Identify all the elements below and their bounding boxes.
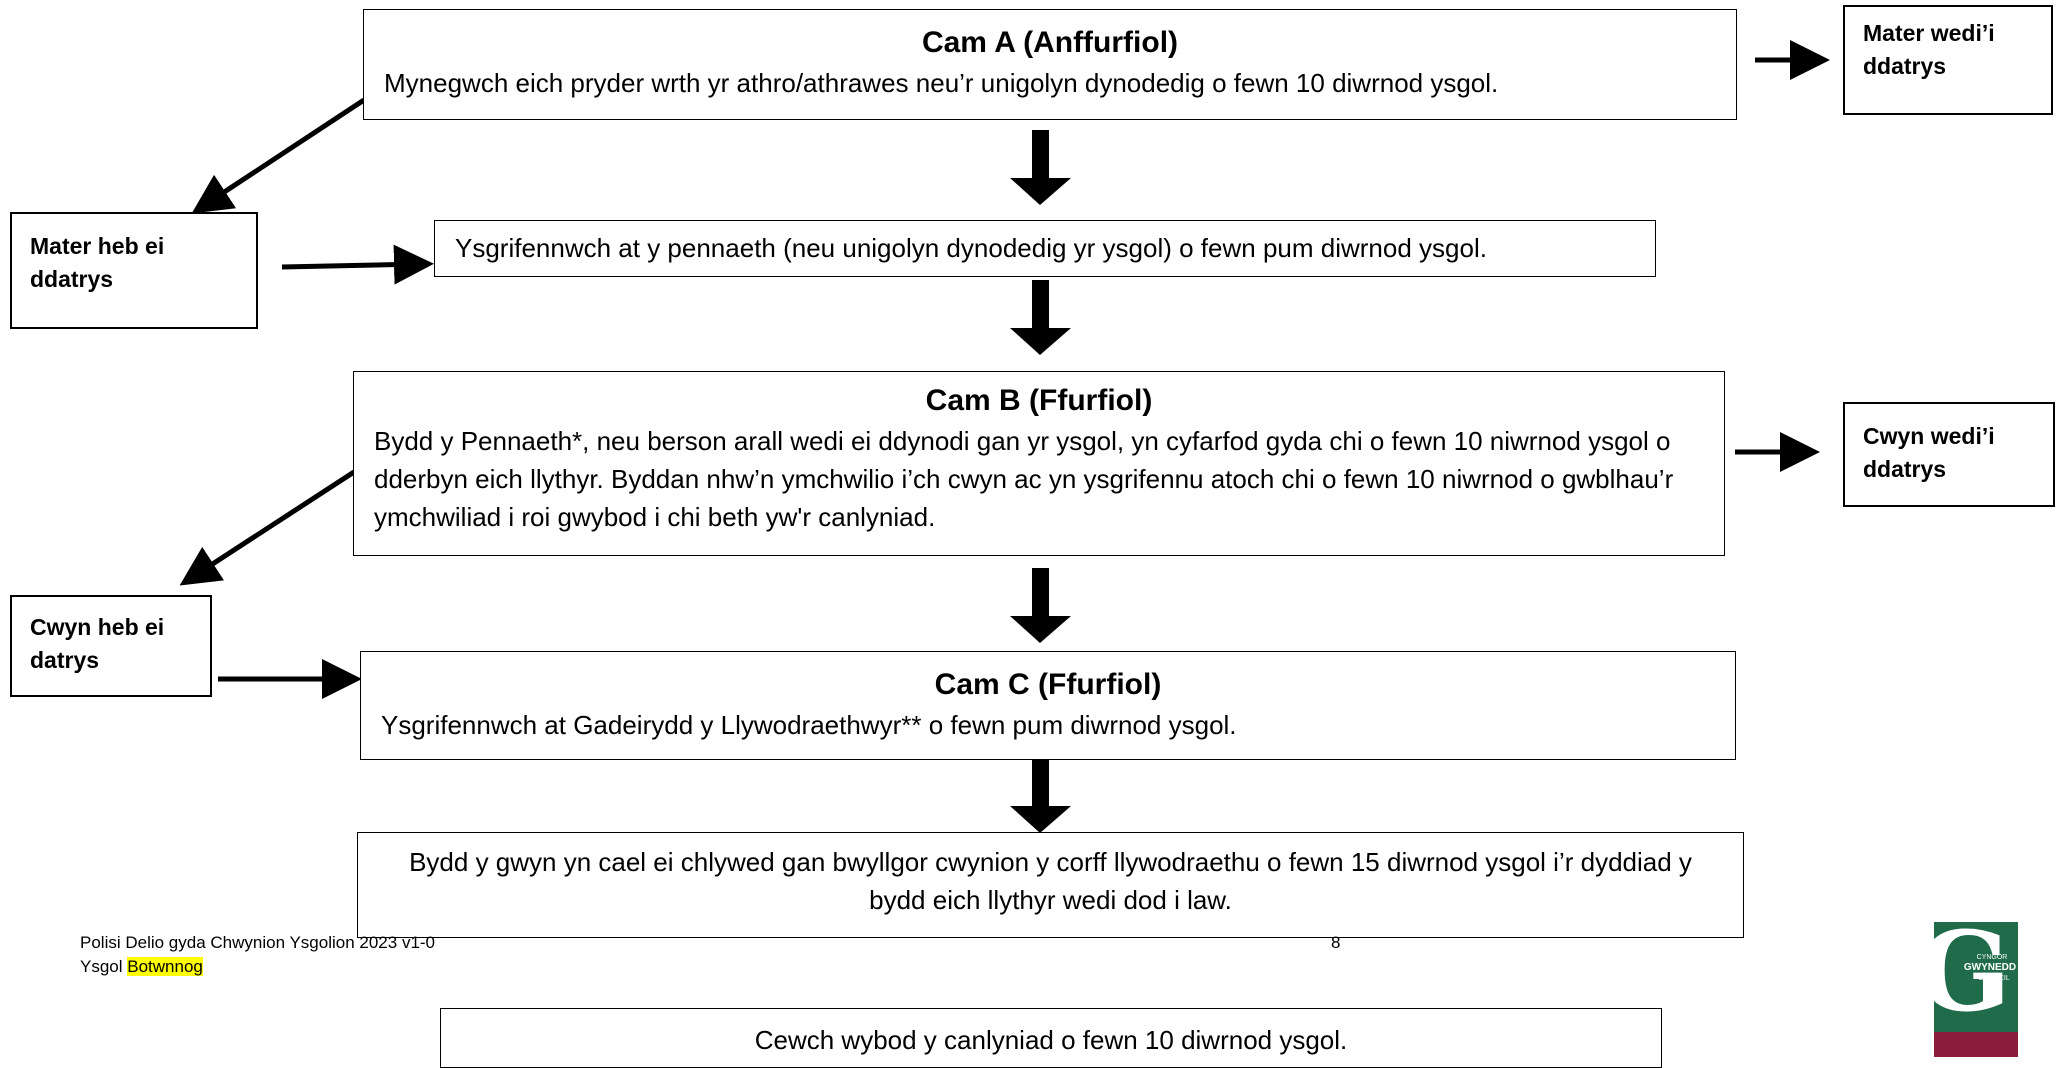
result-text: Cewch wybod y canlyniad o fewn 10 diwrno… [754, 1025, 1348, 1055]
cwyn-heb-datrys-label: Cwyn heb ei datrys [30, 614, 165, 673]
logo-line3: COUNCIL [1978, 975, 2010, 982]
cam-a-text: Mynegwch eich pryder wrth yr athro/athra… [384, 68, 1499, 98]
cam-a-title: Cam A (Anffurfiol) [921, 26, 1179, 59]
mater-heb-datrys-box: Mater heb ei ddatrys [10, 212, 258, 329]
arrow-mater-heb-to-pennaeth [281, 244, 434, 285]
mater-wedi-datrys-box: Mater wedi’i ddatrys [1843, 5, 2053, 115]
cam-c-box: Cam C (Ffurfiol) Ysgrifennwch at Gadeiry… [360, 651, 1736, 760]
gwynedd-council-logo: G CYNGOR GWYNEDD COUNCIL [1934, 922, 2018, 1057]
down-arrow-4 [1010, 758, 1071, 833]
logo-line1: CYNGOR [1977, 954, 2008, 961]
page-number: 8 [1331, 931, 1340, 955]
down-arrow-2 [1010, 280, 1071, 355]
down-arrow-1 [1010, 130, 1071, 205]
mater-heb-datrys-label: Mater heb ei ddatrys [30, 233, 165, 292]
footer-policy-text: Polisi Delio gyda Chwynion Ysgolion 2023… [80, 933, 436, 952]
write-head-text: Ysgrifennwch at y pennaeth (neu unigolyn… [455, 233, 1487, 263]
footer-policy: Polisi Delio gyda Chwynion Ysgolion 2023… [80, 931, 435, 955]
result-box: Cewch wybod y canlyniad o fewn 10 diwrno… [440, 1008, 1662, 1068]
committee-text: Bydd y gwyn yn cael ei chlywed gan bwyll… [409, 847, 1692, 915]
footer-school-prefix: Ysgol [80, 957, 123, 976]
cam-b-text: Bydd y Pennaeth*, neu berson arall wedi … [374, 426, 1674, 532]
arrow-cam-b-to-cwyn-heb [179, 469, 356, 586]
cam-c-title: Cam C (Ffurfiol) [934, 668, 1162, 701]
cam-b-title: Cam B (Ffurfiol) [925, 384, 1153, 417]
cam-b-box: Cam B (Ffurfiol) Bydd y Pennaeth*, neu b… [353, 371, 1725, 556]
footer-school-name: Botwnnog [127, 957, 203, 976]
arrow-cam-a-to-mater-heb [191, 97, 366, 214]
logo-line2: GWYNEDD [1964, 962, 2016, 973]
cam-a-box: Cam A (Anffurfiol) Mynegwch eich pryder … [363, 9, 1737, 120]
write-head-box: Ysgrifennwch at y pennaeth (neu unigolyn… [434, 220, 1656, 277]
cwyn-heb-datrys-box: Cwyn heb ei datrys [10, 595, 212, 697]
down-arrow-3 [1010, 568, 1071, 643]
logo-letter: G [1934, 922, 2011, 1036]
footer-school: Ysgol Botwnnog [80, 955, 203, 979]
cwyn-wedi-datrys-box: Cwyn wedi’i ddatrys [1843, 402, 2055, 507]
cwyn-wedi-datrys-label: Cwyn wedi’i ddatrys [1863, 423, 1995, 482]
cam-c-text: Ysgrifennwch at Gadeirydd y Llywodraethw… [381, 710, 1237, 740]
committee-box: Bydd y gwyn yn cael ei chlywed gan bwyll… [357, 832, 1744, 938]
page-number-text: 8 [1331, 933, 1341, 952]
mater-wedi-datrys-label: Mater wedi’i ddatrys [1863, 20, 1995, 79]
